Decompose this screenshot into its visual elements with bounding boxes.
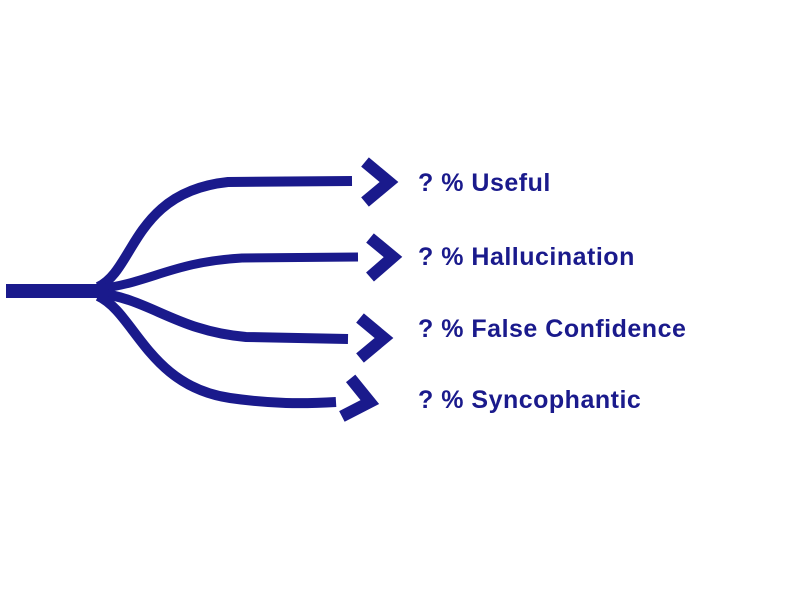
arrowhead-icon — [366, 233, 403, 282]
branch-curve-false-confidence — [97, 288, 349, 344]
branch-label-useful: ? % Useful — [418, 169, 551, 197]
branch-label-hallucination: ? % Hallucination — [418, 243, 635, 271]
branch-curve-syncophantic — [95, 291, 337, 409]
arrowhead-icon — [356, 313, 394, 363]
branch-label-false-confidence: ? % False Confidence — [418, 315, 687, 343]
branch-curve-useful — [95, 176, 353, 292]
branch-curve-hallucination — [97, 252, 359, 294]
arrowhead-icon — [361, 157, 399, 207]
branch-label-syncophantic: ? % Syncophantic — [418, 386, 642, 414]
arrowhead-icon — [339, 374, 380, 422]
